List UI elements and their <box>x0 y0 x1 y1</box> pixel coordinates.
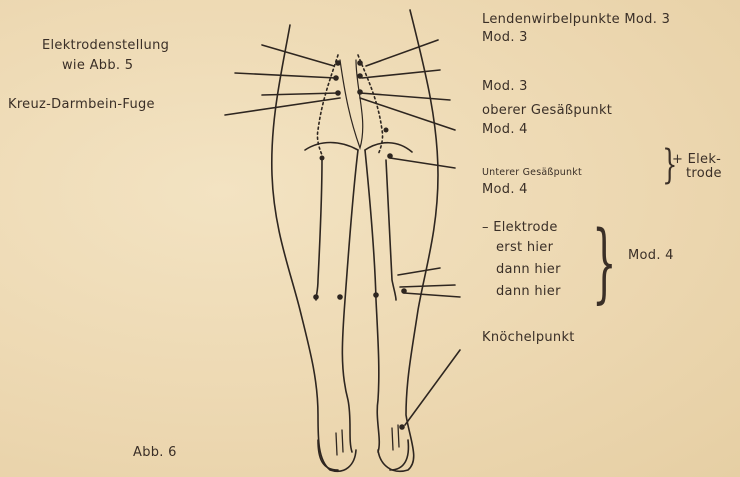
leader-knee-2 <box>400 285 455 287</box>
point-left-gluteal <box>320 156 325 161</box>
leader-left-1 <box>262 93 338 95</box>
inner-right-leg <box>365 150 379 452</box>
leader-upper-gluteal <box>360 98 455 130</box>
leader-sacroiliac-right <box>362 70 440 78</box>
sacrum-center <box>340 60 363 148</box>
point-lumbar-r1 <box>357 60 363 66</box>
gluteal-fold-right <box>365 143 412 152</box>
left-leg-outline <box>272 25 356 471</box>
point-knee-r1 <box>373 292 379 298</box>
leader-kreuz <box>225 98 340 115</box>
left-thigh-line <box>316 160 322 300</box>
leader-lower-gluteal <box>390 158 455 168</box>
leader-knee-1 <box>398 268 440 275</box>
point-knee-l1 <box>313 294 319 300</box>
leader-lumbar-right <box>366 40 438 66</box>
leader-lumbar-left <box>262 45 334 66</box>
point-lower-gluteal <box>387 153 393 159</box>
point-lumbar-r2 <box>357 73 363 79</box>
point-sacro-r <box>357 89 363 95</box>
point-sacro-l <box>335 90 341 96</box>
left-heel-marks <box>336 430 343 455</box>
point-knee-l2 <box>337 294 343 300</box>
point-upper-gluteal <box>384 128 389 133</box>
leader-right-mod3 <box>360 93 450 100</box>
leader-sacroiliac-left <box>235 73 336 78</box>
right-heel-marks <box>392 425 399 450</box>
right-leg-outline <box>378 10 438 471</box>
leader-knee-3 <box>404 293 460 297</box>
point-lumbar-l2 <box>333 75 339 81</box>
point-knee-r2 <box>401 288 407 294</box>
point-ankle <box>399 424 405 430</box>
sacrum-left <box>317 55 338 155</box>
point-lumbar-l1 <box>335 60 341 66</box>
leader-ankle <box>405 350 460 425</box>
gluteal-fold-left <box>305 143 358 151</box>
inner-left-leg <box>342 150 358 452</box>
right-thigh-line <box>386 160 396 300</box>
